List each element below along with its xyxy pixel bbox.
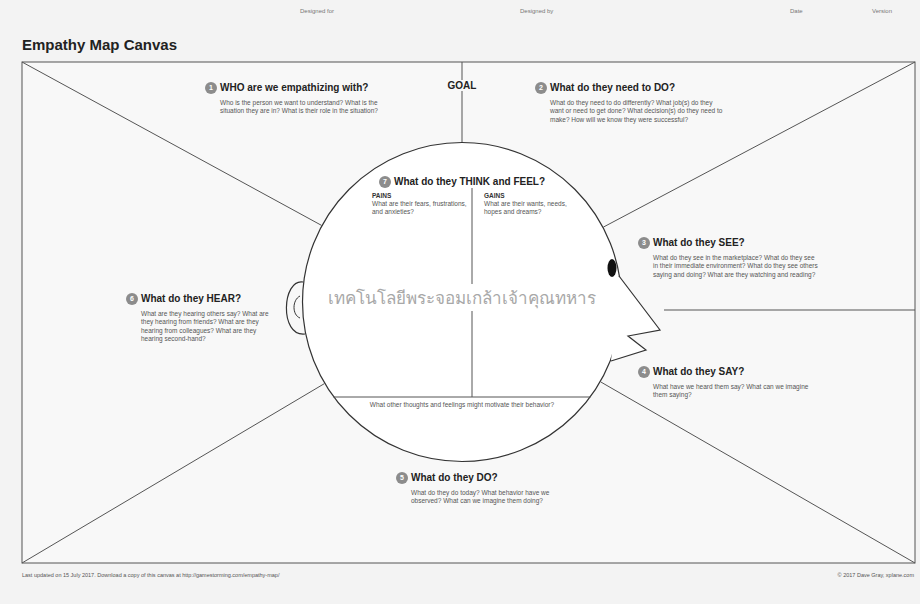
section-heading: What do they need to DO? — [550, 82, 675, 93]
section-heading-row: 6What do they HEAR? — [126, 289, 278, 307]
map-section: 6What do they HEAR? What are they hearing… — [126, 289, 278, 344]
goal-label: GOAL — [445, 80, 480, 91]
callout-number: 3 — [638, 237, 650, 249]
callout-number: 2 — [535, 82, 547, 94]
section-heading: What do they HEAR? — [141, 293, 241, 304]
divider-line — [22, 384, 324, 563]
section-heading: What do they SEE? — [653, 237, 745, 248]
divider-line — [333, 397, 590, 398]
section-heading-row: 2What do they need to DO? — [535, 78, 727, 96]
callout-number: 1 — [205, 82, 217, 94]
map-section: 1WHO are we empathizing with? Who is the … — [205, 78, 382, 116]
section-heading-row: 7What do they THINK and FEEL? — [302, 172, 622, 190]
section-heading: What do they DO? — [411, 472, 498, 483]
divider-line — [664, 310, 915, 311]
eye-symbol — [608, 259, 617, 277]
column-heading: PAINS — [372, 192, 467, 199]
field-label: Date — [790, 8, 803, 14]
canvas-title: Empathy Map Canvas — [22, 36, 177, 53]
nose-mouth-outline — [611, 276, 660, 361]
map-section: 5What do they DO? What do they do today? … — [396, 468, 578, 506]
footer-note: Last updated on 15 July 2017. Download a… — [22, 572, 279, 578]
field-label: Version — [872, 8, 892, 14]
watermark: เทคโนโลยีพระจอมเกล้าเจ้าคุณทหาร — [325, 284, 599, 311]
copyright-note: © 2017 Dave Gray, xplane.com — [838, 572, 914, 578]
ear-inner — [294, 296, 300, 318]
section-questions: What other thoughts and feelings might m… — [352, 401, 572, 409]
divider-line — [601, 382, 915, 563]
feeling-column: GAINSWhat are their wants, needs, hopes … — [484, 192, 572, 217]
section-questions: What do they do today? What behavior hav… — [396, 489, 578, 506]
nose-fill — [611, 276, 660, 361]
callout-number: 5 — [396, 472, 408, 484]
feeling-column: PAINSWhat are their fears, frustrations,… — [372, 192, 467, 217]
callout-number: 7 — [379, 176, 391, 188]
column-question: What are their fears, frustrations, and … — [372, 200, 467, 217]
section-heading: What do they SAY? — [653, 366, 744, 377]
head-circle-outline — [303, 143, 622, 462]
map-section: 4What do they SAY? What have we heard the… — [638, 362, 818, 400]
section-questions: What have we heard them say? What can we… — [638, 383, 818, 400]
section-heading-row: 3What do they SEE? — [638, 233, 818, 251]
section-heading-row: 1WHO are we empathizing with? — [205, 78, 382, 96]
callout-number: 6 — [126, 293, 138, 305]
map-section: 2What do they need to DO?What do they ne… — [535, 78, 727, 124]
section-questions: What do they need to do differently? Wha… — [535, 99, 727, 124]
callout-number: 4 — [638, 366, 650, 378]
section-heading: WHO are we empathizing with? — [220, 82, 368, 93]
divider-line — [462, 62, 463, 142]
section-heading: What do they THINK and FEEL? — [394, 176, 545, 187]
section-heading-row: 4What do they SAY? — [638, 362, 818, 380]
field-label: Designed by — [520, 8, 553, 14]
field-label: Designed for — [300, 8, 334, 14]
map-section: 3What do they SEE? What do they see in th… — [638, 233, 818, 279]
section-questions: What do they see in the marketplace? Wha… — [638, 254, 818, 279]
column-question: What are their wants, needs, hopes and d… — [484, 200, 572, 217]
canvas-border — [22, 62, 915, 563]
section-heading-row: 5What do they DO? — [396, 468, 578, 486]
section-questions: Who is the person we want to understand?… — [205, 99, 382, 116]
section-questions: What are they hearing others say? What a… — [126, 310, 278, 344]
column-heading: GAINS — [484, 192, 572, 199]
ear-outline — [286, 282, 305, 334]
